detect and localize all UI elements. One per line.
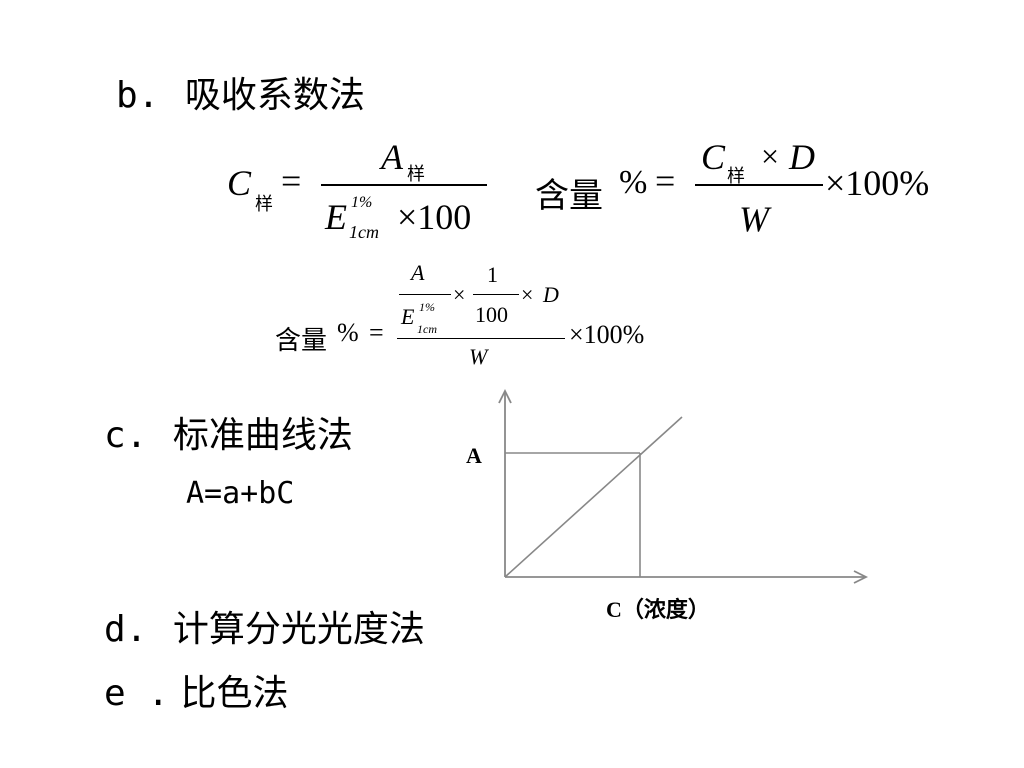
heading-standard-curve-method: c. 标准曲线法 — [104, 406, 353, 458]
formula-tail: ×100% — [569, 320, 645, 349]
y-axis-arrow-icon — [498, 388, 512, 404]
heading-marker: d. — [104, 609, 148, 650]
standard-curve-equation: A=a+bC — [186, 476, 295, 511]
formula-times-2: × — [521, 282, 534, 307]
formula-numerator-subscript: 样 — [727, 166, 745, 187]
formula-inner-denominator: E — [401, 304, 415, 329]
formula-numerator-times: × — [761, 138, 780, 174]
formula-denominator-subscript: 1cm — [349, 222, 379, 242]
formula-inner-fraction-bar — [399, 294, 451, 295]
formula-main-fraction-bar — [397, 338, 565, 339]
formula-times-1: × — [453, 282, 466, 307]
heading-marker: c. — [104, 415, 148, 456]
formula-compound-content: 含量 % = A E 1% 1cm × 1 100 × D W ×100% — [275, 258, 675, 378]
formula-lhs-subscript: 样 — [255, 194, 273, 215]
formula-tail: ×100% — [825, 163, 930, 203]
formula-denominator-variable: E — [325, 197, 347, 237]
formula-one-hundred-fraction-bar — [473, 294, 519, 295]
formula-denominator-variable: W — [739, 199, 769, 239]
formula-concentration: C 样 = A 样 E 1% 1cm ×100 — [225, 137, 505, 250]
heading-title: 标准曲线法 — [172, 415, 353, 456]
formula-equals: = — [369, 318, 384, 347]
formula-percent: % — [619, 164, 648, 201]
formula-inner-superscript: 1% — [419, 300, 435, 314]
heading-marker: b. — [116, 75, 160, 116]
formula-hundred: 100 — [475, 302, 508, 327]
heading-marker: e . — [104, 673, 170, 714]
formula-denominator-superscript: 1% — [351, 194, 373, 211]
formula-fraction-bar — [695, 184, 823, 186]
formula-equals: = — [655, 161, 676, 201]
x-axis-arrow-icon — [853, 570, 869, 584]
heading-computational-spectrophotometry: d. 计算分光光度法 — [104, 600, 425, 652]
formula-content-label: 含量 — [275, 326, 328, 356]
formula-w-variable: W — [469, 344, 488, 369]
heading-colorimetry: e . 比色法 — [104, 664, 289, 716]
formula-equals: = — [281, 161, 302, 201]
formula-inner-numerator: A — [411, 260, 425, 285]
formula-percent: % — [337, 318, 359, 347]
calibration-line — [504, 416, 683, 578]
formula-numerator-subscript: 样 — [407, 164, 425, 185]
formula-denominator-times: ×100 — [397, 197, 472, 237]
formula-inner-subscript: 1cm — [417, 322, 437, 336]
formula-numerator-variable: A — [381, 137, 403, 177]
formula-content-percent: 含量 % = C 样 × D W ×100% — [535, 137, 955, 250]
heading-absorption-coefficient-method: b. 吸收系数法 — [116, 66, 365, 118]
x-axis-label: C（浓度） — [606, 597, 710, 622]
formula-numerator-variable-2: D — [789, 137, 815, 177]
formula-numerator-variable: C — [701, 137, 726, 177]
formula-lhs-variable: C — [227, 163, 252, 203]
formula-fraction-bar — [321, 184, 487, 186]
y-axis-label: A — [466, 443, 482, 468]
heading-title: 吸收系数法 — [184, 75, 365, 116]
formula-content-label: 含量 — [535, 176, 603, 216]
formula-d-variable: D — [543, 282, 559, 307]
heading-title: 比色法 — [180, 673, 289, 714]
standard-curve-graph: A C（浓度） — [466, 388, 869, 622]
heading-title: 计算分光光度法 — [172, 609, 425, 650]
formula-one: 1 — [487, 262, 498, 287]
